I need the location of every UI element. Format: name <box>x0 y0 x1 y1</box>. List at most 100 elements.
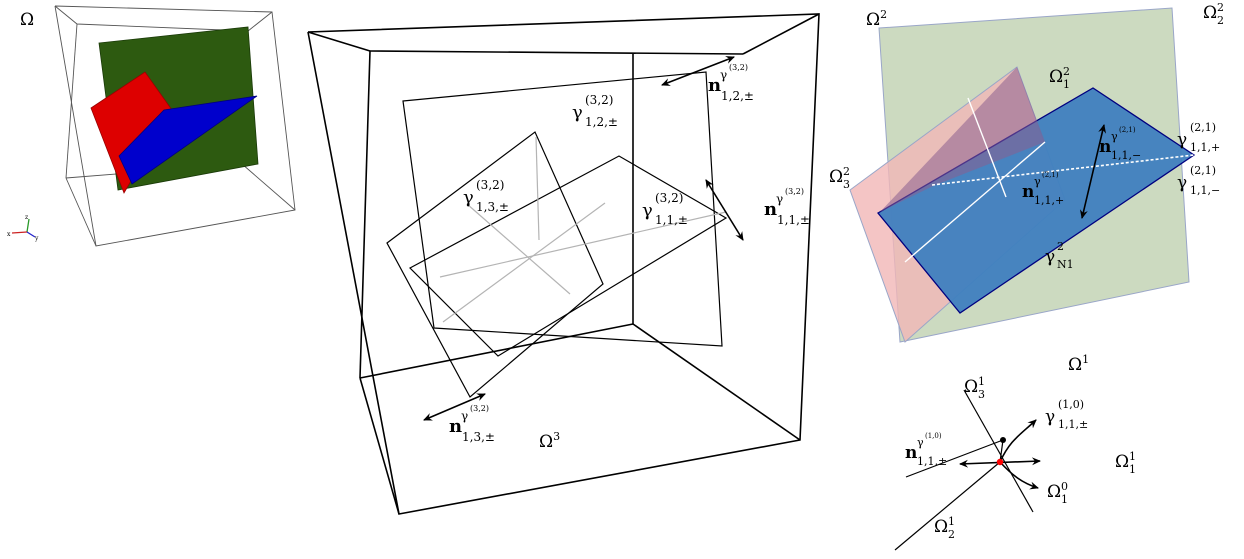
panel-b-fracture-1-3 <box>386 131 604 398</box>
svg-text:2: 2 <box>843 165 850 178</box>
panel-b-normal-1-2-label: n γ (3,2) 1,2,± <box>708 63 754 103</box>
svg-text:γ: γ <box>572 102 583 123</box>
panel-c-omega2-3-label: Ω 2 3 <box>829 165 850 191</box>
svg-text:(3,2): (3,2) <box>655 191 683 205</box>
panel-b-normal-arrow-1-1 <box>705 179 744 241</box>
svg-text:Ω: Ω <box>964 377 978 397</box>
svg-text:n: n <box>1099 137 1111 157</box>
svg-text:1,2,±: 1,2,± <box>585 115 618 129</box>
svg-text:1,2,±: 1,2,± <box>721 89 754 103</box>
svg-text:1,1,−: 1,1,− <box>1111 149 1141 162</box>
svg-text:2: 2 <box>1217 14 1224 27</box>
panel-c-gamma-N1-label: γ 2 N1 <box>1045 240 1074 271</box>
panel-c-planes: Ω2 Ω 2 2 Ω 2 1 Ω 2 3 γ (2,1) 1,1,+ γ (2,… <box>829 1 1224 343</box>
panel-b-normal-1-1-label: n γ (3,2) 1,1,± <box>764 187 810 227</box>
svg-text:γ: γ <box>463 187 474 208</box>
svg-text:1,1,±: 1,1,± <box>917 455 947 468</box>
svg-text:(3,2): (3,2) <box>729 63 748 72</box>
panel-d-line-omega1-1 <box>905 439 1004 478</box>
svg-text:n: n <box>708 75 721 96</box>
svg-text:Ω: Ω <box>1047 482 1061 502</box>
svg-text:(1,0): (1,0) <box>925 432 942 440</box>
svg-text:γ: γ <box>1177 130 1187 150</box>
panel-c-pink-overlap <box>880 67 1045 212</box>
panel-c-gamma-plus-label: γ (2,1) 1,1,+ <box>1177 121 1220 154</box>
panel-d-curve-down <box>999 461 1039 490</box>
svg-text:1,3,±: 1,3,± <box>476 200 509 214</box>
panel-b-intersection-lines <box>439 136 727 323</box>
svg-text:γ: γ <box>1177 173 1187 193</box>
svg-text:(2,1): (2,1) <box>1119 126 1136 134</box>
panel-c-normal-plus-label: n γ (2,1) 1,1,+ <box>1022 171 1064 207</box>
svg-text:(3,2): (3,2) <box>785 187 804 196</box>
panel-c-omega2-label: Ω2 <box>866 8 887 30</box>
svg-text:1: 1 <box>1129 463 1136 476</box>
svg-text:1,1,±: 1,1,± <box>1058 418 1088 431</box>
panel-d-curve-up <box>999 419 1037 463</box>
svg-text:N1: N1 <box>1057 258 1074 271</box>
panel-d-normal-1-0-label: n γ (1,0) 1,1,± <box>905 432 947 468</box>
svg-text:(3,2): (3,2) <box>470 404 489 413</box>
svg-text:γ: γ <box>461 409 468 423</box>
panel-c-white-line-2 <box>904 141 1046 263</box>
svg-text:n: n <box>905 443 917 463</box>
panel-c-normal-minus-label: n γ (2,1) 1,1,− <box>1099 126 1141 162</box>
panel-a-blue-plane <box>118 95 258 185</box>
svg-text:Ω: Ω <box>1049 67 1063 87</box>
panel-c-normal-arrow <box>1079 124 1107 219</box>
panel-b-fracture-1-1 <box>409 155 728 357</box>
panel-b-gamma-1-1-label: γ (3,2) 1,1,± <box>642 191 688 227</box>
panel-d-junction-point <box>996 458 1004 466</box>
panel-d-line-omega1-3 <box>963 389 1034 513</box>
svg-text:2: 2 <box>1057 240 1064 253</box>
svg-text:γ: γ <box>1045 247 1055 267</box>
svg-text:2: 2 <box>1063 65 1070 78</box>
svg-text:(2,1): (2,1) <box>1190 164 1216 177</box>
svg-text:(2,1): (2,1) <box>1042 171 1059 179</box>
svg-text:Ω: Ω <box>1203 3 1217 23</box>
panel-d-line-omega1-2 <box>894 461 1001 551</box>
svg-text:γ: γ <box>1111 130 1118 143</box>
svg-text:Ω: Ω <box>829 167 843 187</box>
svg-text:y: y <box>34 235 39 242</box>
panel-c-dashed-intersection <box>931 154 1195 186</box>
svg-text:1,1,−: 1,1,− <box>1190 184 1220 197</box>
svg-text:1: 1 <box>1063 78 1070 91</box>
svg-text:2: 2 <box>948 528 955 541</box>
panel-a-omega-label: Ω <box>20 10 34 30</box>
panel-a-3d-view: Ω z x y <box>7 5 296 247</box>
svg-text:z: z <box>25 214 28 221</box>
svg-text:1: 1 <box>948 515 955 528</box>
svg-text:n: n <box>764 199 777 220</box>
panel-d-omega1-1-label: Ω 1 1 <box>1115 450 1136 476</box>
svg-text:2: 2 <box>1217 1 1224 14</box>
svg-text:(2,1): (2,1) <box>1190 121 1216 134</box>
panel-b-normal-arrow-1-3 <box>423 393 486 421</box>
panel-b-fracture-box: Ω3 γ (3,2) 1,2,± γ (3,2) 1,3,± γ (3,2) 1… <box>307 13 820 515</box>
svg-text:(3,2): (3,2) <box>476 178 504 192</box>
svg-text:1: 1 <box>1129 450 1136 463</box>
svg-text:γ: γ <box>1034 175 1041 188</box>
panel-b-outer-box <box>307 13 820 515</box>
panel-b-gamma-1-2-label: γ (3,2) 1,2,± <box>572 93 618 129</box>
panel-d-gamma-1-0-label: γ (1,0) 1,1,± <box>1045 398 1088 431</box>
panel-b-omega3-label: Ω3 <box>539 430 560 452</box>
svg-text:3: 3 <box>843 178 850 191</box>
svg-text:n: n <box>449 416 462 437</box>
svg-text:γ: γ <box>917 436 924 449</box>
svg-text:1: 1 <box>978 375 985 388</box>
svg-text:1,1,+: 1,1,+ <box>1034 194 1064 207</box>
svg-text:1,1,+: 1,1,+ <box>1190 141 1220 154</box>
svg-text:1: 1 <box>1061 493 1068 506</box>
svg-text:γ: γ <box>642 200 653 221</box>
panel-d-omega1-label: Ω1 <box>1068 353 1089 375</box>
panel-d-end-point <box>1000 437 1006 443</box>
panel-d-junction: Ω1 Ω 1 3 Ω 1 1 Ω 1 2 Ω 0 1 γ (1,0) 1,1,±… <box>894 353 1136 551</box>
svg-text:0: 0 <box>1061 480 1068 493</box>
panel-d-omega0-1-label: Ω 0 1 <box>1047 480 1068 506</box>
svg-text:γ: γ <box>776 192 783 206</box>
svg-text:1,3,±: 1,3,± <box>462 430 495 444</box>
panel-d-omega1-2-label: Ω 1 2 <box>934 515 955 541</box>
svg-text:n: n <box>1022 182 1034 202</box>
